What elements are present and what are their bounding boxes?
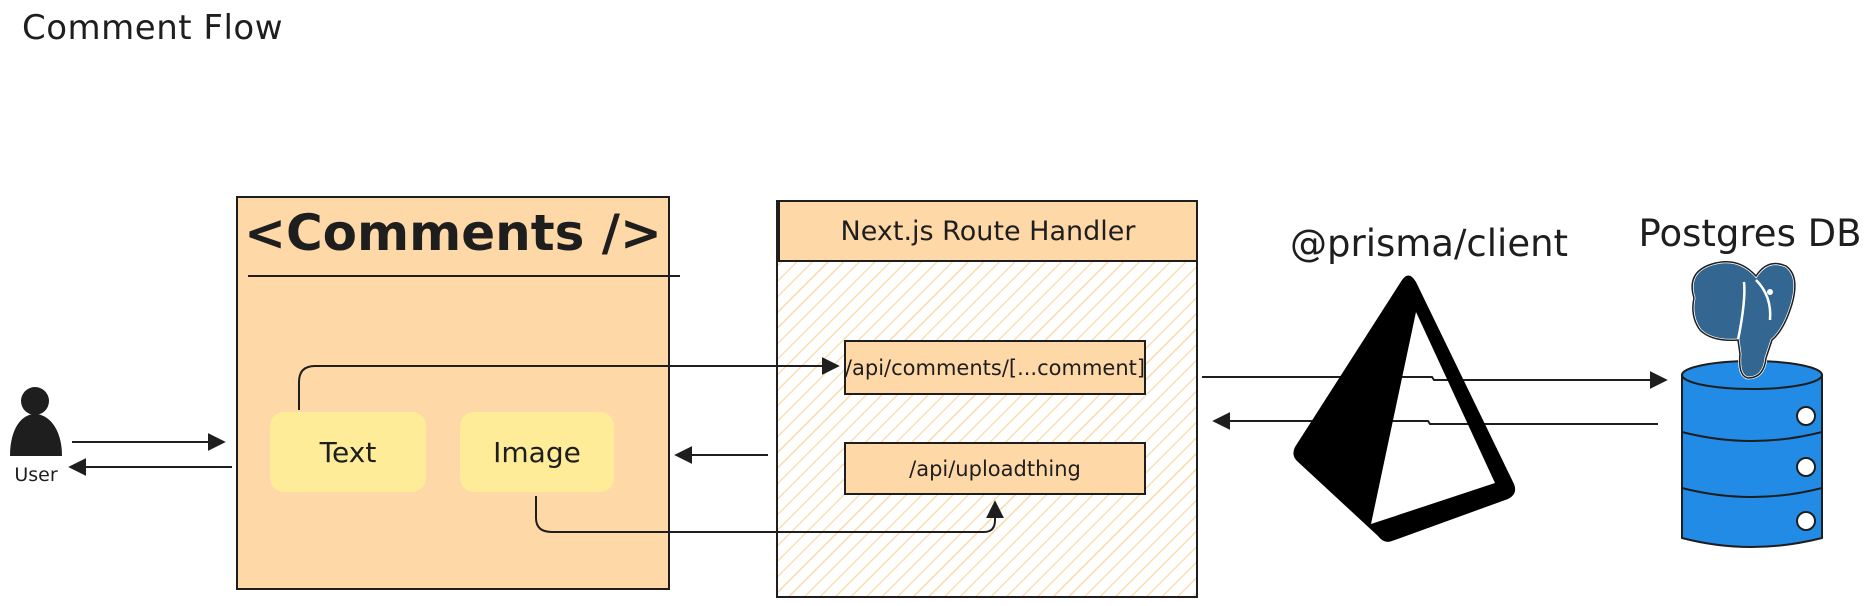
database-cylinder-icon — [1681, 360, 1823, 548]
user-icon — [10, 387, 62, 456]
image-to-uploadthing-arrow — [535, 496, 1004, 533]
text-pill: Text — [270, 412, 426, 492]
comments-divider — [248, 275, 680, 277]
db-to-handler-arrow — [1212, 412, 1658, 430]
user-label: User — [14, 464, 58, 486]
comments-component-box — [236, 196, 670, 590]
postgres-elephant-icon — [1690, 260, 1797, 380]
route-uploadthing: /api/uploadthing — [844, 442, 1146, 495]
text-to-comments-route-arrow — [298, 357, 840, 410]
diagram-title: Comment Flow — [22, 8, 283, 48]
prisma-client-label: @prisma/client — [1290, 222, 1569, 265]
route-handler-title: Next.js Route Handler — [778, 200, 1198, 262]
prisma-logo-icon — [1293, 275, 1516, 542]
route-comments: /api/comments/[...comment] — [844, 340, 1146, 395]
handler-to-db-arrow — [1202, 371, 1668, 389]
comments-component-title: <Comments /> — [244, 204, 662, 262]
image-pill: Image — [460, 412, 614, 492]
postgres-db-label: Postgres DB — [1638, 212, 1862, 255]
